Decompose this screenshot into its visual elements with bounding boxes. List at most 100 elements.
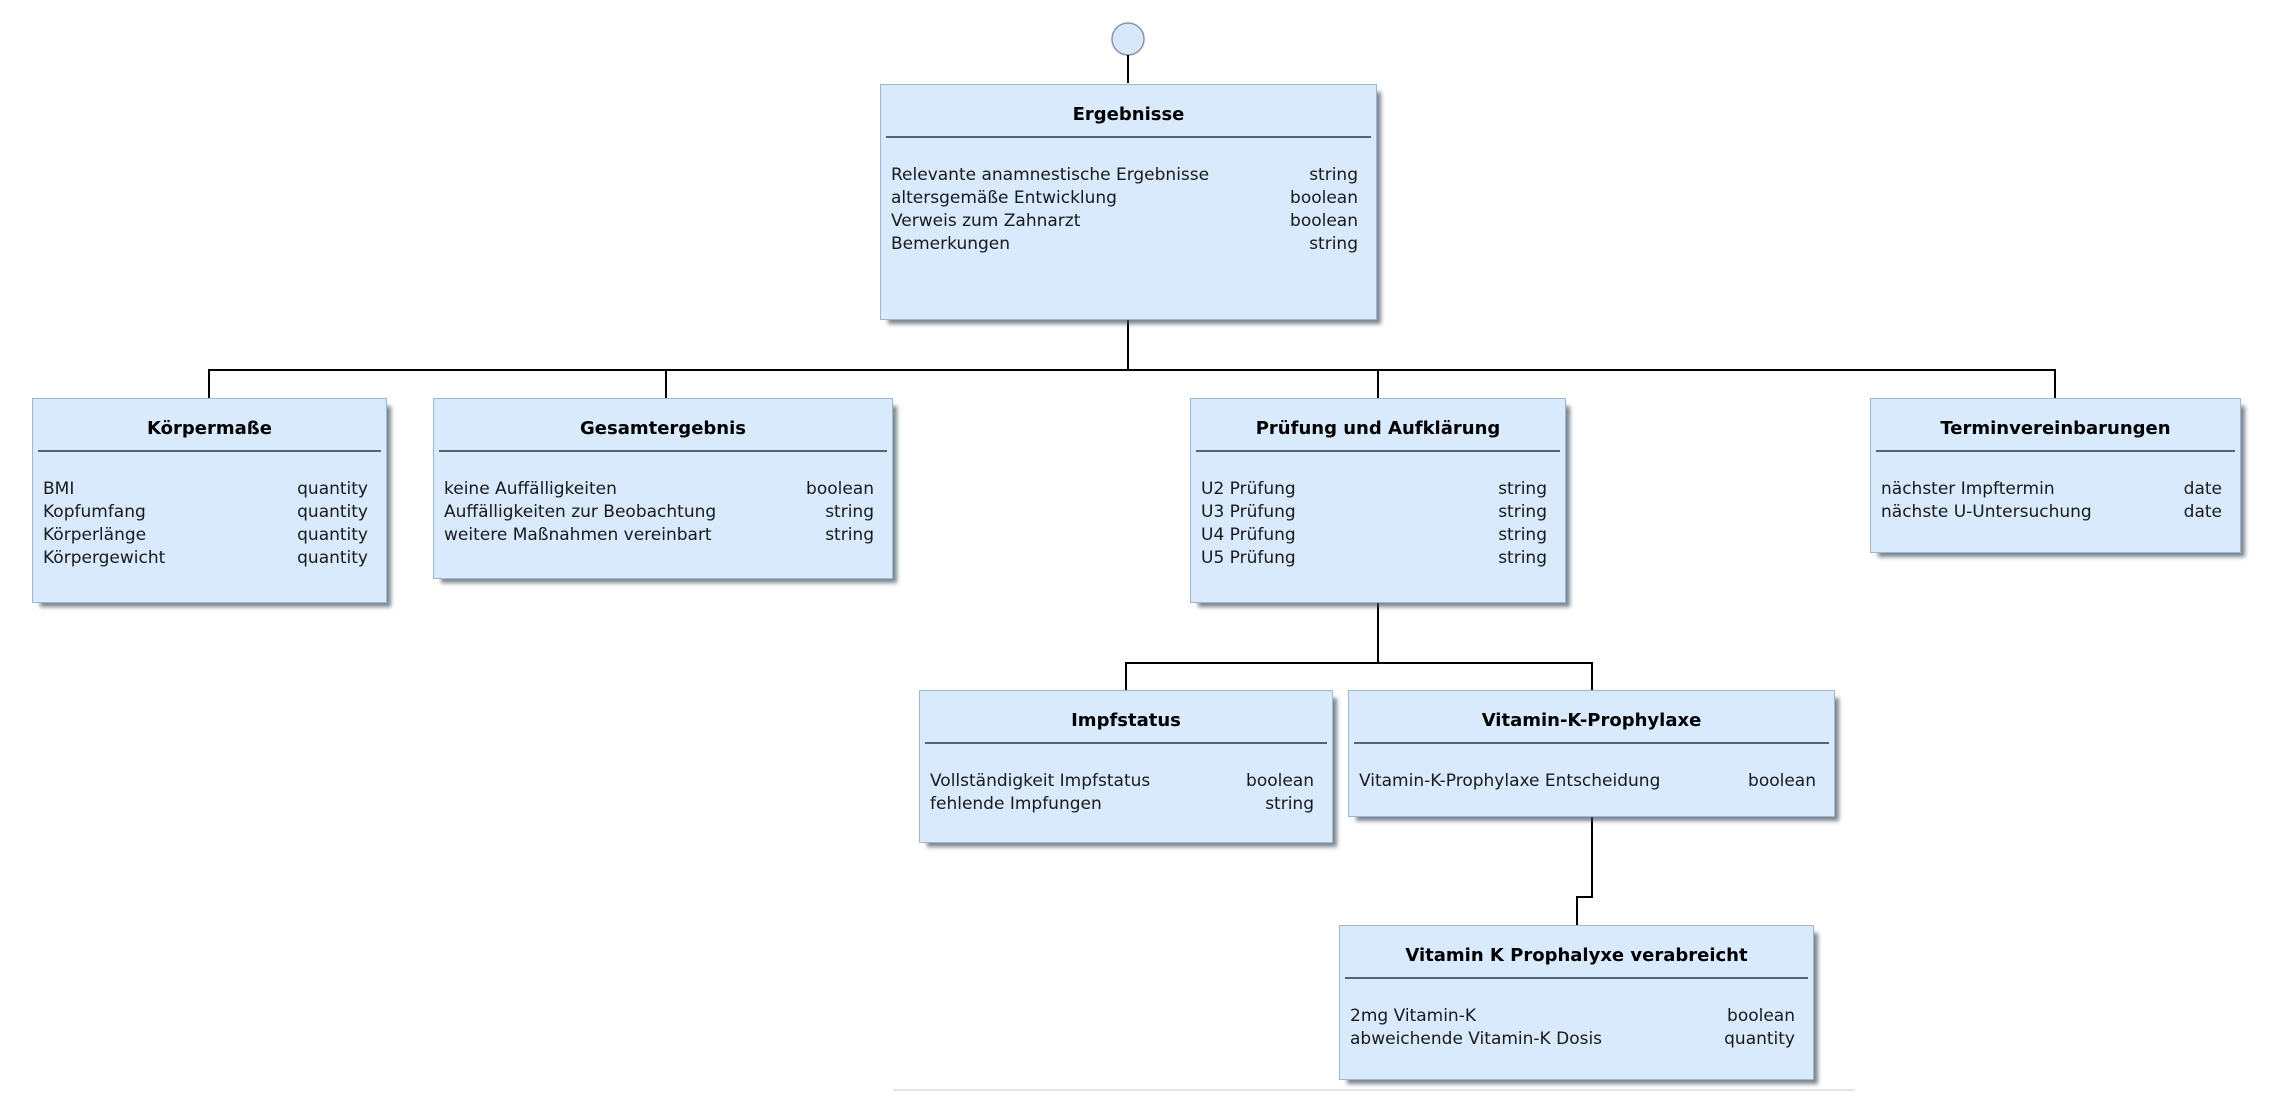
class-title: Ergebnisse: [1072, 104, 1185, 125]
field-row: U2 Prüfung string: [1201, 478, 1547, 501]
field-type: string: [1498, 502, 1547, 522]
title-separator: [1876, 450, 2235, 452]
title-separator: [1196, 450, 1560, 452]
class-box-impfstatus[interactable]: Impfstatus Vollständigkeit Impfstatus bo…: [919, 690, 1333, 843]
field-row: abweichende Vitamin-K Dosis quantity: [1350, 1028, 1795, 1051]
field-name: Körpergewicht: [43, 548, 166, 568]
field-row: Auffälligkeiten zur Beobachtung string: [444, 501, 874, 524]
field-type: quantity: [1724, 1029, 1795, 1049]
start-node[interactable]: [1111, 22, 1145, 56]
field-row: Kopfumfang quantity: [43, 501, 368, 524]
field-name: 2mg Vitamin-K: [1350, 1006, 1476, 1026]
field-row: U4 Prüfung string: [1201, 524, 1547, 547]
field-name: U2 Prüfung: [1201, 479, 1296, 499]
class-title: Körpermaße: [147, 418, 272, 439]
title-separator: [38, 450, 381, 452]
field-type: string: [1309, 165, 1358, 185]
class-box-vitamin-k-prophylaxe[interactable]: Vitamin-K-Prophylaxe Vitamin-K-Prophylax…: [1348, 690, 1835, 817]
field-type: date: [2183, 479, 2222, 499]
class-title: Vitamin-K-Prophylaxe: [1481, 710, 1702, 731]
class-box-pruefung[interactable]: Prüfung und Aufklärung U2 Prüfung string…: [1190, 398, 1566, 603]
field-name: fehlende Impfungen: [930, 794, 1102, 814]
field-list: Relevante anamnestische Ergebnisse strin…: [881, 164, 1376, 256]
title-separator: [925, 742, 1327, 744]
field-name: Relevante anamnestische Ergebnisse: [891, 165, 1210, 185]
field-row: Vitamin-K-Prophylaxe Entscheidung boolea…: [1359, 770, 1816, 793]
field-type: boolean: [806, 479, 874, 499]
field-row: weitere Maßnahmen vereinbart string: [444, 524, 874, 547]
class-title: Terminvereinbarungen: [1940, 418, 2171, 439]
connector-vitamink-elbow: [1576, 817, 1593, 925]
field-type: string: [1309, 234, 1358, 254]
field-name: U5 Prüfung: [1201, 548, 1296, 568]
field-type: string: [1498, 525, 1547, 545]
field-row: nächste U-Untersuchung date: [1881, 501, 2222, 524]
field-row: U5 Prüfung string: [1201, 547, 1547, 570]
field-type: string: [825, 525, 874, 545]
field-row: Verweis zum Zahnarzt boolean: [891, 210, 1358, 233]
class-box-koerpermasse[interactable]: Körpermaße BMI quantity Kopfumfang quant…: [32, 398, 387, 603]
field-row: Körpergewicht quantity: [43, 547, 368, 570]
field-name: abweichende Vitamin-K Dosis: [1350, 1029, 1603, 1049]
field-list: BMI quantity Kopfumfang quantity Körperl…: [33, 478, 386, 570]
field-name: Verweis zum Zahnarzt: [891, 211, 1081, 231]
field-list: nächster Impftermin date nächste U-Unter…: [1871, 478, 2240, 524]
field-row: 2mg Vitamin-K boolean: [1350, 1005, 1795, 1028]
field-type: boolean: [1727, 1006, 1795, 1026]
field-row: nächster Impftermin date: [1881, 478, 2222, 501]
field-type: string: [1265, 794, 1314, 814]
field-row: Vollständigkeit Impfstatus boolean: [930, 770, 1314, 793]
field-type: string: [1498, 548, 1547, 568]
field-row: Körperlänge quantity: [43, 524, 368, 547]
field-list: U2 Prüfung string U3 Prüfung string U4 P…: [1191, 478, 1565, 570]
title-separator: [886, 136, 1371, 138]
field-list: Vollständigkeit Impfstatus boolean fehle…: [920, 770, 1332, 816]
field-name: U3 Prüfung: [1201, 502, 1296, 522]
field-row: keine Auffälligkeiten boolean: [444, 478, 874, 501]
field-row: altersgemäße Entwicklung boolean: [891, 187, 1358, 210]
field-row: fehlende Impfungen string: [930, 793, 1314, 816]
class-box-gesamtergebnis[interactable]: Gesamtergebnis keine Auffälligkeiten boo…: [433, 398, 893, 579]
field-list: keine Auffälligkeiten boolean Auffälligk…: [434, 478, 892, 547]
field-name: U4 Prüfung: [1201, 525, 1296, 545]
class-box-terminvereinbarungen[interactable]: Terminvereinbarungen nächster Impftermin…: [1870, 398, 2241, 553]
field-name: weitere Maßnahmen vereinbart: [444, 525, 712, 545]
field-type: boolean: [1748, 771, 1816, 791]
field-name: nächste U-Untersuchung: [1881, 502, 2092, 522]
field-row: Relevante anamnestische Ergebnisse strin…: [891, 164, 1358, 187]
field-name: Auffälligkeiten zur Beobachtung: [444, 502, 717, 522]
title-separator: [439, 450, 887, 452]
field-name: Vollständigkeit Impfstatus: [930, 771, 1151, 791]
field-name: keine Auffälligkeiten: [444, 479, 617, 499]
field-type: date: [2183, 502, 2222, 522]
field-type: quantity: [297, 525, 368, 545]
field-name: Körperlänge: [43, 525, 147, 545]
title-separator: [1354, 742, 1829, 744]
field-name: nächster Impftermin: [1881, 479, 2055, 499]
connector-level2-bus: [1125, 662, 1593, 690]
field-name: Vitamin-K-Prophylaxe Entscheidung: [1359, 771, 1661, 791]
field-type: quantity: [297, 479, 368, 499]
field-name: BMI: [43, 479, 75, 499]
title-separator: [1345, 977, 1808, 979]
class-title: Prüfung und Aufklärung: [1255, 418, 1501, 439]
class-box-vitamin-k-verabreicht[interactable]: Vitamin K Prophalyxe verabreicht 2mg Vit…: [1339, 925, 1814, 1080]
field-type: string: [1498, 479, 1547, 499]
class-title: Vitamin K Prophalyxe verabreicht: [1405, 945, 1748, 966]
field-name: altersgemäße Entwicklung: [891, 188, 1117, 208]
field-name: Kopfumfang: [43, 502, 146, 522]
field-type: boolean: [1290, 211, 1358, 231]
class-title: Impfstatus: [1071, 710, 1181, 731]
field-type: quantity: [297, 502, 368, 522]
field-type: boolean: [1290, 188, 1358, 208]
field-type: quantity: [297, 548, 368, 568]
class-box-ergebnisse[interactable]: Ergebnisse Relevante anamnestische Ergeb…: [880, 84, 1377, 320]
field-name: Bemerkungen: [891, 234, 1011, 254]
field-list: Vitamin-K-Prophylaxe Entscheidung boolea…: [1349, 770, 1834, 793]
field-list: 2mg Vitamin-K boolean abweichende Vitami…: [1340, 1005, 1813, 1051]
class-title: Gesamtergebnis: [580, 418, 746, 439]
field-row: Bemerkungen string: [891, 233, 1358, 256]
field-type: boolean: [1246, 771, 1314, 791]
